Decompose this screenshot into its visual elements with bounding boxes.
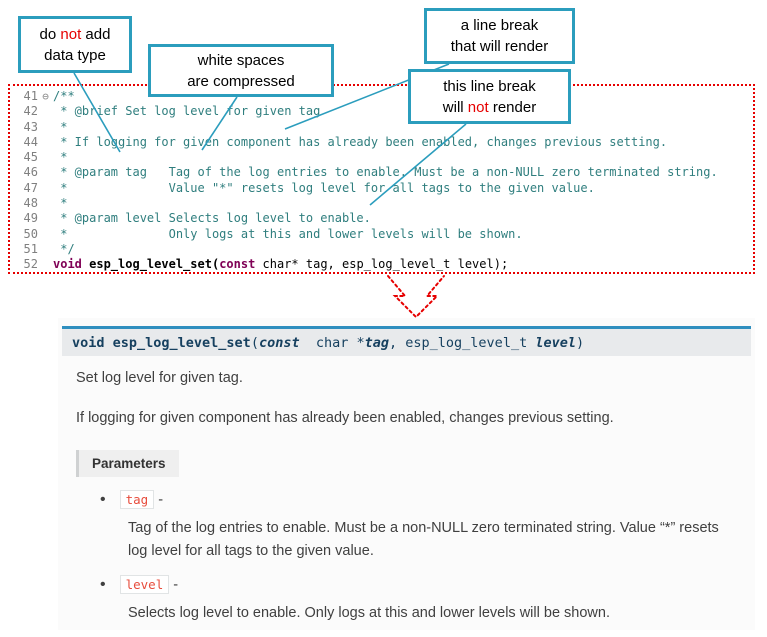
code-line: 51 */	[12, 242, 751, 257]
line-number: 43	[23, 119, 38, 134]
line-number: 50	[23, 226, 38, 241]
param-name-literal: level	[119, 574, 170, 594]
declaration-rest: char* tag, esp_log_level_t level);	[255, 257, 509, 272]
line-number: 44	[23, 134, 38, 149]
comment-text: * @param tag Tag of the log entries to e…	[53, 165, 718, 180]
comment-text: /**	[53, 89, 75, 103]
param-dash: -	[173, 576, 179, 593]
callout-break-norender: this line break will not render	[408, 69, 571, 124]
code-line: 43 *	[12, 120, 751, 135]
comment-text: * @brief Set log level for given tag	[53, 104, 321, 119]
code-line-declaration: 52 void esp_log_level_set(const char* tag…	[12, 257, 751, 272]
code-line: 48 *	[12, 196, 751, 211]
doc-description: If logging for given component has alrea…	[76, 410, 614, 427]
line-number: 46	[23, 165, 38, 180]
callout-break-render: a line break that will render	[424, 8, 575, 64]
sig-type-char: char *	[299, 335, 365, 351]
callout-line: this line break	[443, 77, 536, 95]
sig-arg-level: level	[535, 335, 576, 351]
callout-line: will not render	[442, 98, 537, 116]
doc-brief: Set log level for given tag.	[76, 370, 243, 386]
sig-comma: ,	[389, 335, 406, 351]
param-item-level: level- Selects log level to enable. Only…	[100, 574, 739, 624]
param-head: tag-	[100, 490, 739, 510]
code-line: 46 * @param tag Tag of the log entries t…	[12, 165, 751, 180]
line-number: 51	[23, 241, 38, 256]
comment-text: * Only logs at this and lower levels wil…	[53, 226, 523, 241]
sig-keyword-const: const	[258, 335, 300, 351]
callout-line: white spaces	[197, 51, 285, 69]
emphasis-not: not	[60, 25, 82, 43]
line-number: 42	[23, 104, 38, 119]
param-desc: Tag of the log entries to enable. Must b…	[128, 520, 719, 559]
sig-paren-open: (	[250, 335, 259, 351]
sig-keyword-void: void	[72, 335, 113, 351]
comment-text: *	[53, 119, 68, 134]
param-name-literal: tag	[119, 490, 155, 510]
code-line: 44 * If logging for given component has …	[12, 135, 751, 150]
merge-arrow-icon	[387, 275, 445, 319]
callout-line: that will render	[450, 38, 549, 55]
comment-text: * If logging for given component has alr…	[53, 134, 668, 149]
rendered-doc-panel: void esp_log_level_set(const char *tag, …	[58, 318, 755, 630]
comment-text: * @param level Selects log level to enab…	[53, 211, 371, 226]
callout-line: are compressed	[187, 72, 295, 90]
doc-body: Set log level for given tag. If logging …	[58, 356, 755, 624]
line-number: 45	[23, 150, 38, 165]
comment-text: * Value "*" resets log level for all tag…	[53, 180, 595, 195]
sig-arg-tag: tag	[364, 335, 390, 351]
emphasis-not: not	[467, 98, 489, 116]
param-head: level-	[100, 574, 739, 594]
sig-type-loglevel: esp_log_level_t	[405, 335, 536, 351]
line-number: 48	[23, 196, 38, 211]
param-desc: Selects log level to enable. Only logs a…	[128, 604, 610, 621]
comment-text: *	[53, 196, 68, 211]
line-number: 41	[23, 89, 38, 103]
code-line: 41 ⊖ /**	[12, 89, 751, 104]
callout-line: a line break	[460, 17, 539, 34]
signature-bar: void esp_log_level_set(const char *tag, …	[62, 326, 751, 356]
code-line: 50 * Only logs at this and lower levels …	[12, 227, 751, 242]
code-line: 45 *	[12, 150, 751, 165]
comment-text: *	[53, 150, 68, 165]
param-dash: -	[158, 492, 164, 509]
keyword-const: const	[219, 257, 256, 272]
callout-no-datatype: do not add data type	[18, 16, 132, 73]
param-item-tag: tag- Tag of the log entries to enable. M…	[100, 490, 739, 562]
comment-text: */	[53, 241, 75, 256]
line-number: 52	[23, 257, 38, 272]
parameters-label: Parameters	[76, 450, 179, 478]
sig-paren-close: )	[575, 335, 585, 351]
callout-line: data type	[44, 46, 106, 64]
line-number: 47	[23, 180, 38, 195]
keyword-void: void	[53, 257, 82, 272]
code-line: 49 * @param level Selects log level to e…	[12, 211, 751, 226]
function-name: esp_log_level_set(	[81, 257, 220, 272]
callout-line: do not add	[39, 25, 111, 43]
sig-function-name: esp_log_level_set	[112, 335, 251, 351]
fold-icon: ⊖	[42, 90, 49, 103]
callout-whitespace: white spaces are compressed	[148, 44, 334, 97]
code-line: 42 * @brief Set log level for given tag	[12, 104, 751, 119]
line-number: 49	[23, 211, 38, 226]
code-editor: 41 ⊖ /** 42 * @brief Set log level for giv…	[8, 84, 755, 274]
code-line: 47 * Value "*" resets log level for all …	[12, 181, 751, 196]
